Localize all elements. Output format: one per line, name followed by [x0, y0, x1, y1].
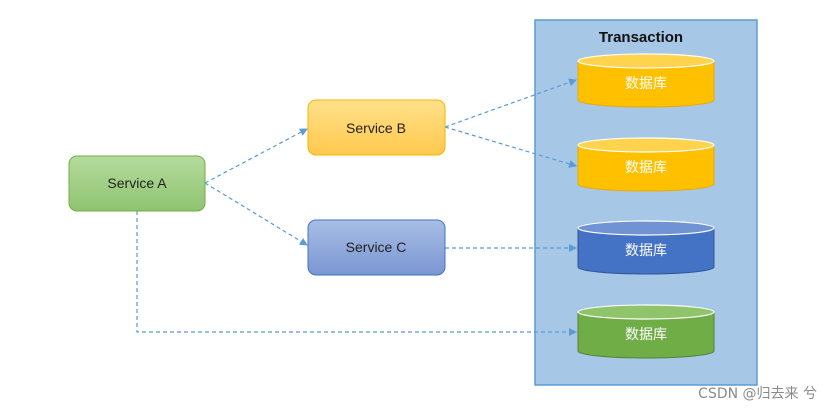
- database-1: 数据库: [577, 53, 715, 108]
- service-a-box: [68, 155, 206, 212]
- service-c-label: Service C: [346, 239, 407, 255]
- database-4: 数据库: [577, 304, 715, 359]
- edge-a-to-db4: [136, 211, 577, 336]
- transaction-title: Transaction: [599, 29, 683, 46]
- edge-b-to-db2: [444, 126, 577, 168]
- database-4-top: [577, 304, 715, 320]
- service-a-node: Service A: [68, 155, 206, 212]
- database-3: 数据库: [577, 220, 715, 275]
- service-b-label: Service B: [346, 120, 406, 136]
- database-4-label: 数据库: [625, 327, 667, 343]
- database-3-label: 数据库: [625, 243, 667, 259]
- edge-a-to-b: [204, 128, 308, 184]
- database-1-top: [577, 53, 715, 69]
- database-2-label: 数据库: [625, 160, 667, 176]
- edge-a-to-c: [204, 182, 308, 246]
- service-b-box: [307, 99, 446, 156]
- database-3-top: [577, 220, 715, 236]
- service-c-node: Service C: [307, 219, 446, 276]
- service-a-label: Service A: [107, 175, 167, 191]
- service-b-node: Service B: [307, 99, 446, 156]
- edge-b-to-db1: [444, 78, 577, 128]
- database-2: 数据库: [577, 137, 715, 192]
- watermark-text: CSDN @归去来 兮: [698, 386, 817, 402]
- database-2-top: [577, 137, 715, 153]
- service-c-box: [307, 219, 446, 276]
- database-1-label: 数据库: [625, 76, 667, 92]
- edges: [136, 78, 577, 336]
